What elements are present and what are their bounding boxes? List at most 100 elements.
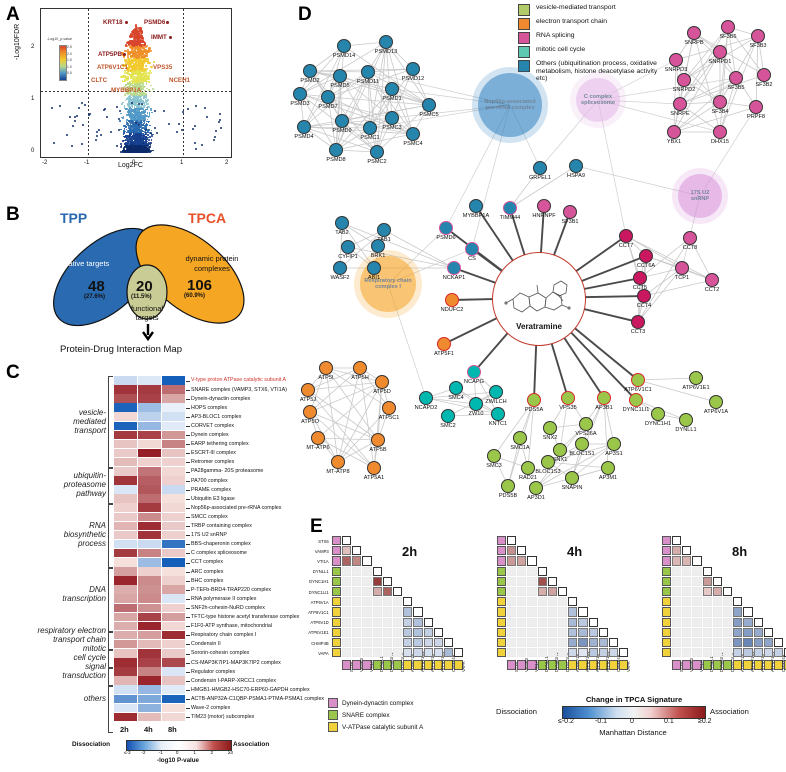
network-node[interactable] [601, 461, 615, 475]
network-node[interactable] [541, 455, 555, 469]
network-node[interactable] [675, 261, 689, 275]
network-node[interactable] [406, 127, 420, 141]
e-matrix-cell [362, 618, 371, 627]
network-node[interactable] [563, 205, 577, 219]
network-node[interactable] [331, 455, 345, 469]
network-node[interactable] [503, 201, 517, 215]
network-node[interactable] [687, 26, 701, 40]
network-node[interactable] [553, 443, 567, 457]
network-node[interactable] [303, 64, 317, 78]
network-node[interactable] [337, 39, 351, 53]
network-node[interactable] [579, 417, 593, 431]
network-node[interactable] [513, 431, 527, 445]
network-node[interactable] [469, 397, 483, 411]
network-node[interactable] [370, 145, 384, 159]
heatmap-group-bracket [108, 685, 113, 733]
network-node[interactable] [639, 249, 653, 263]
network-node[interactable] [385, 82, 399, 96]
network-node[interactable] [683, 231, 697, 245]
network-node[interactable] [633, 271, 647, 285]
network-node[interactable] [439, 221, 453, 235]
heatmap-row-label: BBS-chaperonin complex [191, 541, 251, 547]
network-node[interactable] [419, 391, 433, 405]
network-node[interactable] [467, 365, 481, 379]
network-node[interactable] [631, 373, 645, 387]
network-node[interactable] [677, 73, 691, 87]
network-node[interactable] [569, 159, 583, 173]
network-node[interactable] [303, 405, 317, 419]
network-node[interactable] [669, 53, 683, 67]
network-node[interactable] [521, 461, 535, 475]
network-node[interactable] [375, 375, 389, 389]
network-node[interactable] [673, 97, 687, 111]
network-node[interactable] [489, 385, 503, 399]
e-matrix-cell [692, 597, 701, 606]
network-node[interactable] [341, 240, 355, 254]
network-node[interactable] [311, 431, 325, 445]
network-node[interactable] [469, 199, 483, 213]
network-node[interactable] [371, 239, 385, 253]
network-node[interactable] [491, 407, 505, 421]
network-node[interactable] [445, 293, 459, 307]
network-node[interactable] [449, 381, 463, 395]
network-node[interactable] [565, 471, 579, 485]
venn-left-value: 48 [88, 278, 105, 295]
network-node[interactable] [361, 65, 375, 79]
network-node[interactable] [382, 401, 396, 415]
network-node[interactable] [353, 361, 367, 375]
network-node[interactable] [379, 35, 393, 49]
network-node[interactable] [367, 261, 381, 275]
network-node[interactable] [335, 114, 349, 128]
network-node[interactable] [367, 461, 381, 475]
network-node[interactable] [629, 393, 643, 407]
network-node[interactable] [689, 371, 703, 385]
network-node[interactable] [371, 433, 385, 447]
network-node[interactable] [333, 261, 347, 275]
network-node[interactable] [619, 229, 633, 243]
network-node[interactable] [667, 125, 681, 139]
network-node[interactable] [441, 409, 455, 423]
network-node[interactable] [321, 90, 335, 104]
network-node[interactable] [293, 87, 307, 101]
network-node[interactable] [335, 216, 349, 230]
network-node[interactable] [597, 391, 611, 405]
network-node[interactable] [575, 437, 589, 451]
network-node[interactable] [533, 161, 547, 175]
network-node[interactable] [757, 68, 771, 82]
network-node[interactable] [637, 289, 651, 303]
network-node[interactable] [319, 361, 333, 375]
network-node[interactable] [422, 98, 436, 112]
e-row-complex-key [497, 556, 506, 565]
network-node[interactable] [329, 143, 343, 157]
network-node[interactable] [385, 111, 399, 125]
heatmap-cell [114, 658, 137, 667]
network-node[interactable] [713, 125, 727, 139]
network-node[interactable] [543, 421, 557, 435]
network-node[interactable] [465, 242, 479, 256]
network-node[interactable] [713, 95, 727, 109]
network-node[interactable] [297, 120, 311, 134]
network-node[interactable] [527, 393, 541, 407]
network-node[interactable] [721, 20, 735, 34]
network-node[interactable] [561, 391, 575, 405]
network-node[interactable] [607, 437, 621, 451]
network-node[interactable] [301, 383, 315, 397]
network-node[interactable] [751, 29, 765, 43]
network-node[interactable] [679, 413, 693, 427]
network-node[interactable] [501, 479, 515, 493]
network-node[interactable] [487, 449, 501, 463]
network-node[interactable] [406, 62, 420, 76]
network-node[interactable] [437, 337, 451, 351]
venn-right-value: 106 [187, 277, 212, 294]
network-node[interactable] [447, 261, 461, 275]
network-node[interactable] [709, 395, 723, 409]
network-node[interactable] [537, 199, 551, 213]
network-node[interactable] [377, 223, 391, 237]
drug-center-node[interactable]: Veratramine [492, 252, 586, 346]
network-node[interactable] [749, 100, 763, 114]
network-node[interactable] [631, 315, 645, 329]
network-node[interactable] [705, 273, 719, 287]
network-node[interactable] [713, 45, 727, 59]
network-node[interactable] [363, 121, 377, 135]
network-node[interactable] [651, 407, 665, 421]
